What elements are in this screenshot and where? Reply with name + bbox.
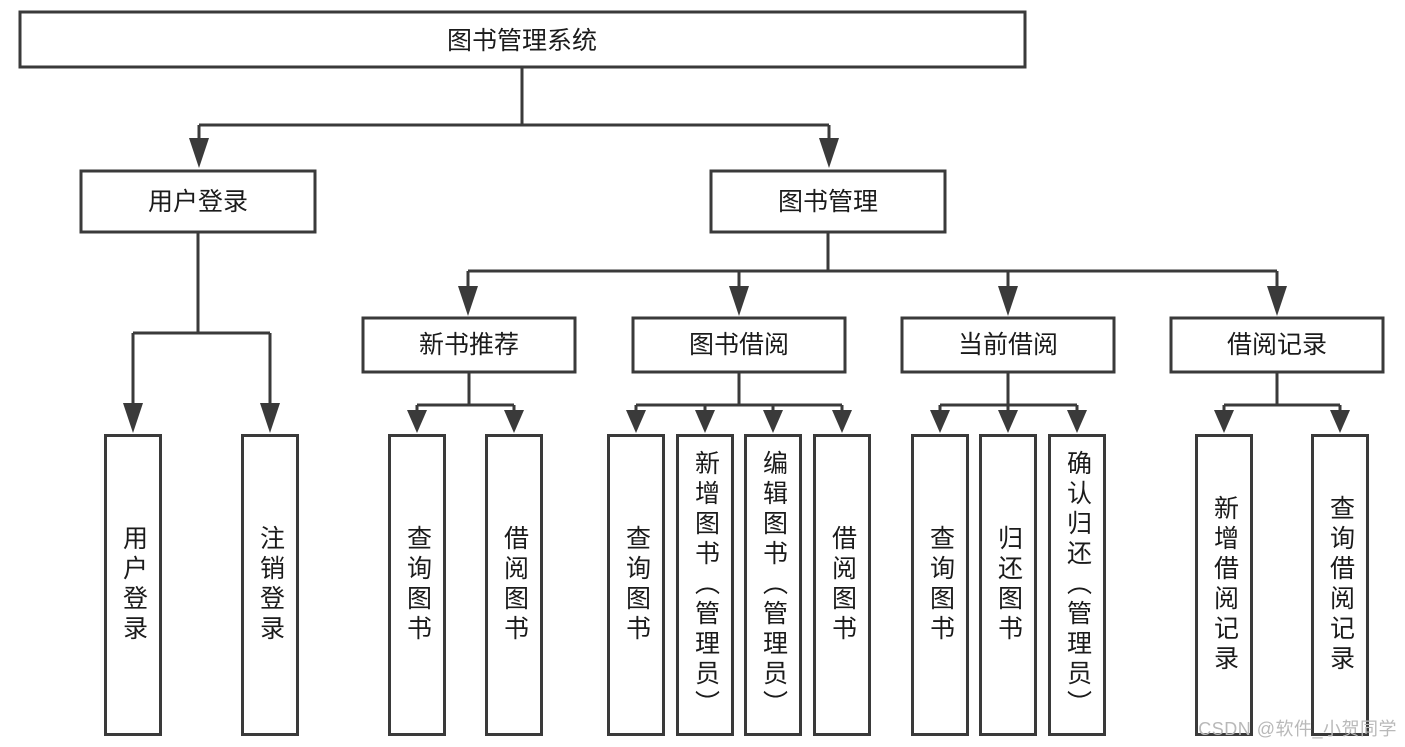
- arrow-leaf-query-book-1: [407, 410, 427, 433]
- node-current-borrow[interactable]: 当前借阅: [900, 316, 1116, 374]
- leaf-borrow-book-new[interactable]: 借阅图书: [485, 434, 543, 736]
- node-root-system[interactable]: 图书管理系统: [18, 10, 1027, 69]
- node-book-manage[interactable]: 图书管理: [709, 169, 947, 234]
- leaf-confirm-return[interactable]: 确认归还（管理员）: [1048, 434, 1106, 736]
- leaf-query-book-current-label: 查询图书: [926, 525, 955, 645]
- leaf-borrow-book-label: 借阅图书: [828, 525, 857, 645]
- arrow-leaf-add-record: [1214, 410, 1234, 433]
- arrow-leaf-borrow-book-2: [832, 410, 852, 433]
- leaf-query-record[interactable]: 查询借阅记录: [1311, 434, 1369, 736]
- new-book-box: [361, 316, 577, 374]
- arrow-to-current-borrow: [998, 286, 1018, 316]
- arrow-leaf-query-book-3: [930, 410, 950, 433]
- leaf-confirm-return-label: 确认归还（管理员）: [1063, 450, 1092, 720]
- leaf-edit-book-label: 编辑图书（管理员）: [759, 450, 788, 720]
- leaf-logout[interactable]: 注销登录: [241, 434, 299, 736]
- watermark: CSDN @软件_小贺同学: [1198, 719, 1397, 739]
- current-borrow-label: 当前借阅: [958, 331, 1058, 359]
- book-borrow-label: 图书借阅: [689, 331, 789, 359]
- root-box: [18, 10, 1027, 69]
- arrow-to-user-login: [189, 138, 209, 168]
- arrow-leaf-borrow-book-1: [504, 410, 524, 433]
- new-book-label: 新书推荐: [419, 331, 519, 359]
- arrow-to-book-manage: [819, 138, 839, 168]
- leaf-user-login[interactable]: 用户登录: [104, 434, 162, 736]
- current-borrow-box: [900, 316, 1116, 374]
- leaf-query-book-borrow-label: 查询图书: [622, 525, 651, 645]
- leaf-user-login-label: 用户登录: [119, 525, 148, 645]
- leaf-edit-book[interactable]: 编辑图书（管理员）: [744, 434, 802, 736]
- book-manage-label: 图书管理: [778, 188, 878, 216]
- node-user-login[interactable]: 用户登录: [79, 169, 317, 234]
- arrow-leaf-edit-book: [763, 410, 783, 433]
- leaf-add-record[interactable]: 新增借阅记录: [1195, 434, 1253, 736]
- leaf-return-book[interactable]: 归还图书: [979, 434, 1037, 736]
- leaf-query-book-borrow[interactable]: 查询图书: [607, 434, 665, 736]
- arrow-leaf-confirm-return: [1067, 410, 1087, 433]
- leaf-return-book-label: 归还图书: [994, 525, 1023, 645]
- leaf-query-book-new-label: 查询图书: [403, 525, 432, 645]
- root-label: 图书管理系统: [447, 27, 597, 55]
- leaf-borrow-book[interactable]: 借阅图书: [813, 434, 871, 736]
- leaf-query-book-current[interactable]: 查询图书: [911, 434, 969, 736]
- node-book-borrow[interactable]: 图书借阅: [631, 316, 847, 374]
- arrow-to-new-book: [458, 286, 478, 316]
- arrow-to-borrow-record: [1267, 286, 1287, 316]
- arrow-leaf-query-record: [1330, 410, 1350, 433]
- arrow-to-borrow-book: [729, 286, 749, 316]
- user-login-label: 用户登录: [148, 188, 248, 216]
- leaf-borrow-book-new-label: 借阅图书: [500, 525, 529, 645]
- arrow-leaf-return-book: [998, 410, 1018, 433]
- arrow-leaf-user-login: [123, 403, 143, 433]
- borrow-record-label: 借阅记录: [1227, 331, 1327, 359]
- leaf-add-book[interactable]: 新增图书（管理员）: [676, 434, 734, 736]
- leaf-query-record-label: 查询借阅记录: [1326, 495, 1355, 675]
- arrow-leaf-add-book: [695, 410, 715, 433]
- arrow-leaf-logout: [260, 403, 280, 433]
- node-borrow-record[interactable]: 借阅记录: [1169, 316, 1385, 374]
- arrow-leaf-query-book-2: [626, 410, 646, 433]
- leaf-logout-label: 注销登录: [256, 525, 285, 645]
- leaf-query-book-new[interactable]: 查询图书: [388, 434, 446, 736]
- leaf-add-book-label: 新增图书（管理员）: [691, 450, 720, 720]
- node-new-book-recommend[interactable]: 新书推荐: [361, 316, 577, 374]
- leaf-add-record-label: 新增借阅记录: [1210, 495, 1239, 675]
